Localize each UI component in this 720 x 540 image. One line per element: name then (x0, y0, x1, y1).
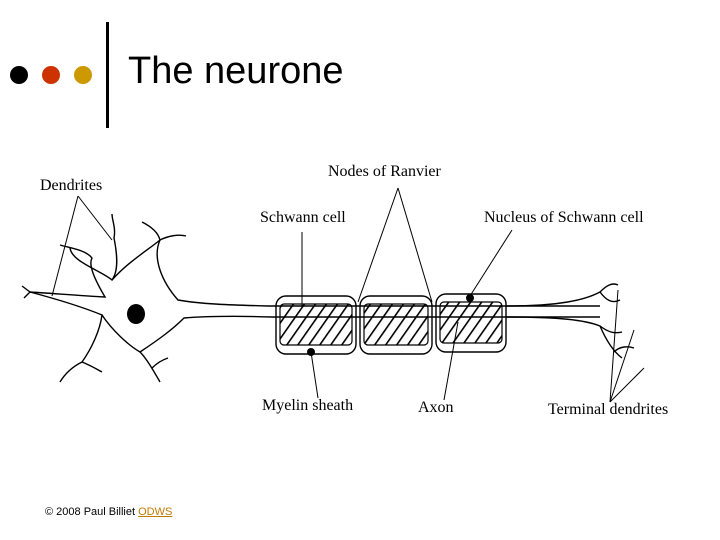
title-bullets (10, 66, 100, 84)
title-divider (106, 22, 109, 128)
label-nodes-of-ranvier: Nodes of Ranvier (328, 163, 441, 180)
label-dendrites: Dendrites (40, 177, 103, 194)
red-bullet-icon (42, 66, 60, 84)
schwann-cell-1 (275, 295, 357, 356)
black-bullet-icon (10, 66, 28, 84)
label-pointers (51, 187, 645, 403)
schwann-cell-2 (359, 295, 433, 355)
cell-body (21, 213, 273, 383)
label-terminal-dendrites: Terminal dendrites (548, 401, 669, 418)
gold-bullet-icon (74, 66, 92, 84)
slide-title: The neurone (128, 50, 344, 92)
odws-link[interactable]: ODWS (138, 506, 173, 518)
label-myelin-sheath: Myelin sheath (262, 397, 354, 414)
label-schwann-cell: Schwann cell (260, 209, 346, 226)
label-nucleus-of-schwann-cell: Nucleus of Schwann cell (484, 209, 644, 226)
schwann-cell-3 (435, 293, 507, 353)
schwann-nucleus-2 (466, 294, 474, 302)
footer-copyright: © 2008 Paul Billiet ODWS (45, 506, 172, 518)
copyright-text: © 2008 Paul Billiet (45, 506, 136, 518)
label-axon: Axon (418, 399, 454, 416)
axon-terminal (505, 283, 635, 359)
cell-nucleus (127, 304, 145, 324)
